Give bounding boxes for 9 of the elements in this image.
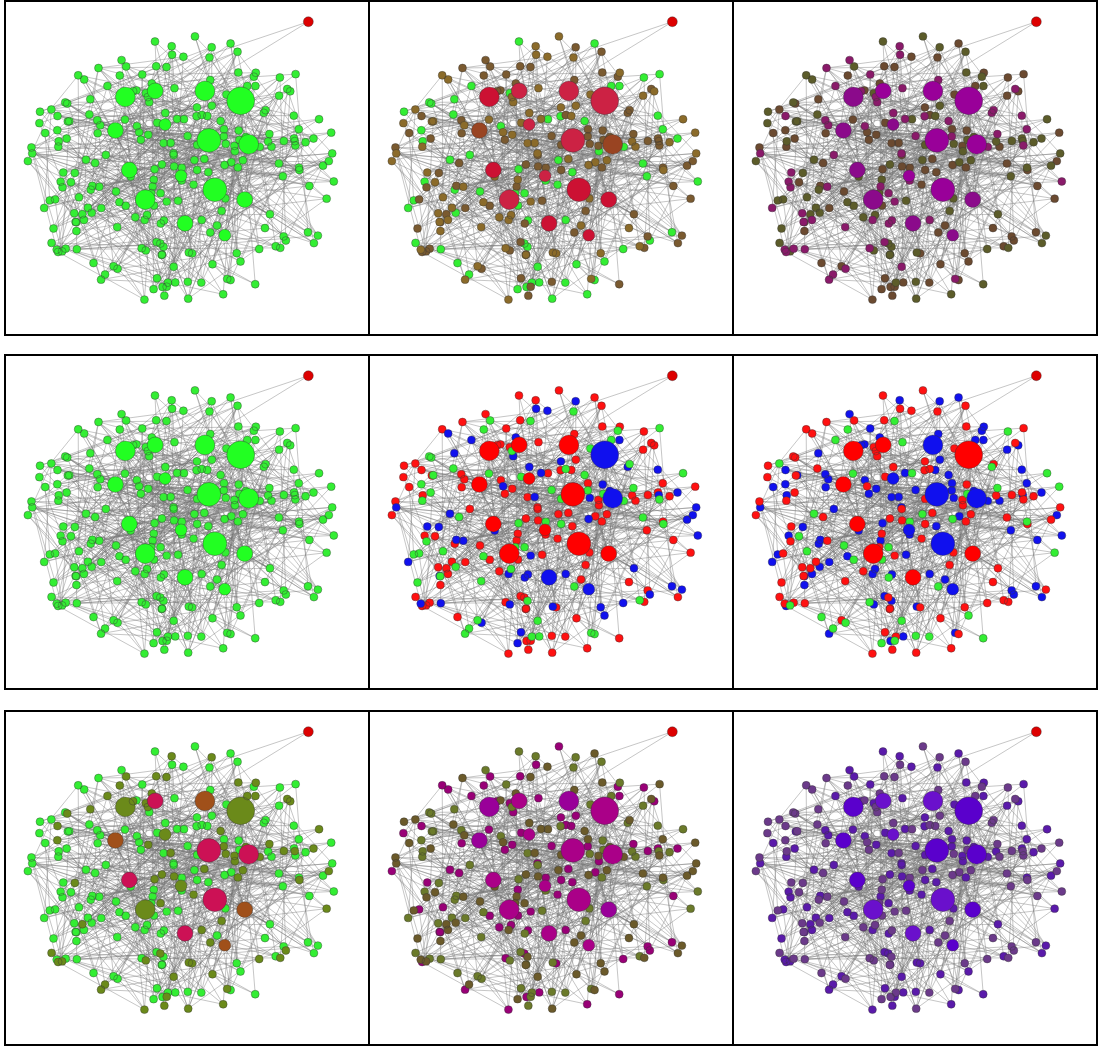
network-panel xyxy=(4,710,370,1046)
network-panel xyxy=(4,0,370,336)
network-panel xyxy=(368,354,734,690)
network-panel xyxy=(732,354,1098,690)
network-panel xyxy=(368,710,734,1046)
network-panel xyxy=(368,0,734,336)
network-panel xyxy=(732,0,1098,336)
network-panel xyxy=(732,710,1098,1046)
network-panel xyxy=(4,354,370,690)
